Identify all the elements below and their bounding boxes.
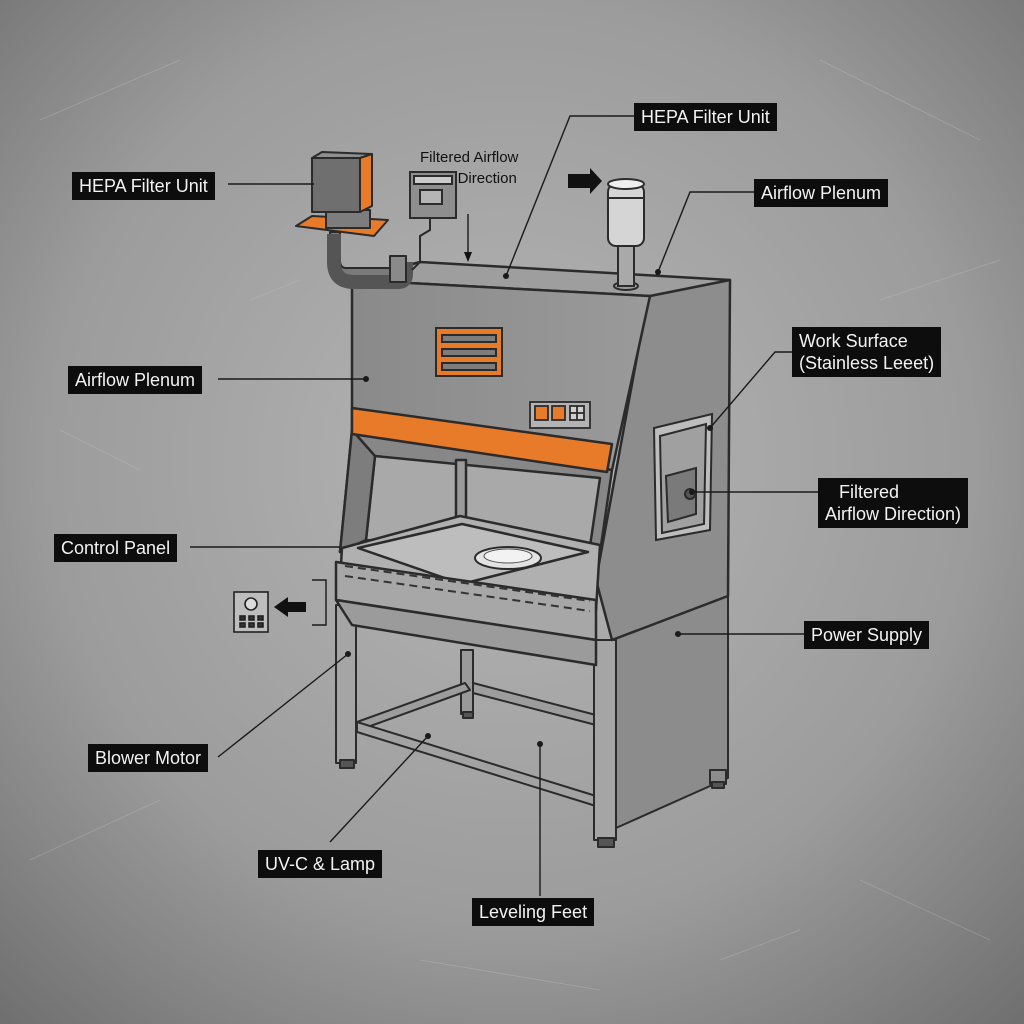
label-filtered-airflow-top-line1: Filtered Airflow — [420, 149, 519, 166]
label-filtered-airflow-top: Filtered Airflow Direction — [420, 147, 518, 189]
arrow-down-icon — [464, 252, 472, 262]
label-work-surface: Work Surface (Stainless Leeet) — [792, 327, 942, 377]
label-airflow-plenum-left: Airflow Plenum — [68, 366, 203, 394]
label-blower-motor: Blower Motor — [88, 744, 209, 772]
pressure-gauge — [409, 171, 457, 271]
label-work-surface-line1: Work Surface — [799, 331, 908, 351]
side-access-panel — [652, 412, 714, 542]
front-vent — [435, 327, 503, 377]
label-filtered-airflow-top-line2: Direction — [457, 170, 517, 187]
leader-lines — [190, 115, 818, 896]
label-leveling-feet: Leveling Feet — [472, 898, 595, 926]
exhaust-stack — [607, 178, 645, 291]
leader-dots — [345, 269, 713, 747]
label-uvc-lamp: UV-C & Lamp — [258, 850, 383, 878]
label-airflow-plenum-right: Airflow Plenum — [754, 179, 889, 207]
label-filtered-airflow-right: Filtered Airflow Direction) — [818, 478, 969, 528]
arrow-right-icon — [568, 168, 602, 194]
arrow-left-icon — [274, 597, 306, 617]
front-indicator-buttons — [529, 401, 591, 429]
external-hepa-unit — [295, 151, 413, 289]
label-filtered-airflow-right-line2: Airflow Direction) — [825, 504, 962, 524]
front-air-grill — [344, 565, 591, 612]
label-control-panel: Control Panel — [54, 534, 178, 562]
label-work-surface-line2: (Stainless Leeet) — [799, 353, 935, 373]
label-filtered-airflow-right-line1: Filtered — [839, 482, 900, 502]
background-scratches — [29, 59, 1001, 991]
keypad-icon — [233, 591, 269, 633]
label-hepa-filter-top: HEPA Filter Unit — [634, 103, 777, 131]
label-hepa-filter-left: HEPA Filter Unit — [72, 172, 215, 200]
label-power-supply: Power Supply — [804, 621, 930, 649]
